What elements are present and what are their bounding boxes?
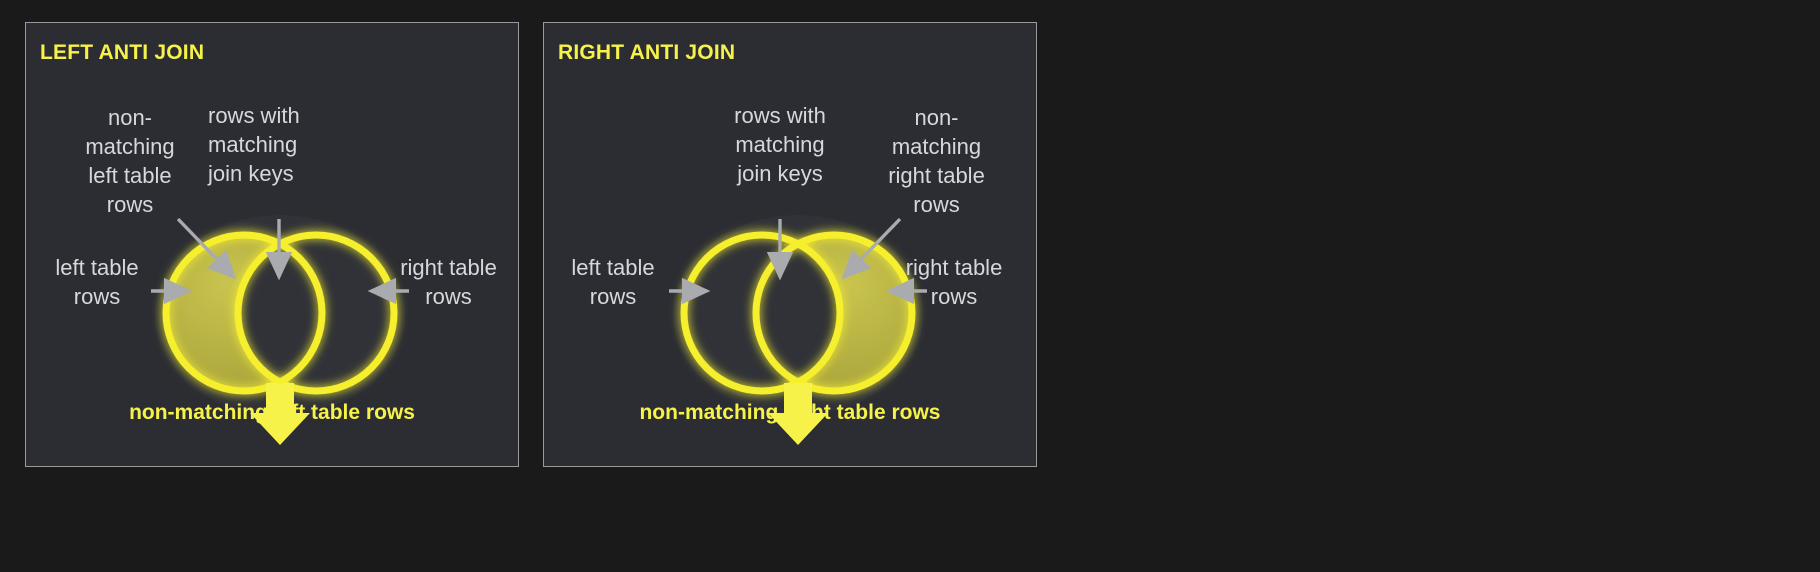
label-right-table-rows: right table rows	[400, 255, 497, 309]
label-matching-join-keys: rows with matching join keys	[208, 103, 300, 186]
label-left-table-rows: left table rows	[55, 255, 139, 309]
left-table-circle	[680, 231, 844, 395]
right-table-circle	[234, 231, 398, 395]
label-non-matching-left: non- matching left table rows	[85, 105, 175, 217]
right-table-circle	[752, 231, 916, 395]
highlight-region-right-only	[756, 235, 912, 391]
left-table-circle	[162, 231, 326, 395]
down-arrow-icon	[250, 383, 310, 445]
label-non-matching-right: non- matching right table rows	[888, 105, 985, 217]
panel-title: RIGHT ANTI JOIN	[558, 41, 736, 64]
panel-caption: non-matching left table rows	[129, 401, 415, 424]
panel-right-anti-join: RIGHT ANTI JOIN	[543, 22, 1037, 467]
panel-caption: non-matching right table rows	[639, 401, 941, 424]
venn-diagram-right	[669, 215, 927, 445]
label-right-table-rows: right table rows	[905, 255, 1003, 309]
label-left-table-rows: left table rows	[571, 255, 655, 309]
venn-diagram-left	[151, 215, 409, 445]
pointer-arrow-nonmatching	[176, 217, 237, 280]
pointer-arrow-nonmatching	[841, 217, 902, 280]
panel-left-anti-join: LEFT ANTI JOIN	[25, 22, 519, 467]
down-arrow-icon	[768, 383, 828, 445]
panel-title: LEFT ANTI JOIN	[40, 41, 205, 64]
label-matching-join-keys: rows with matching join keys	[734, 103, 826, 186]
